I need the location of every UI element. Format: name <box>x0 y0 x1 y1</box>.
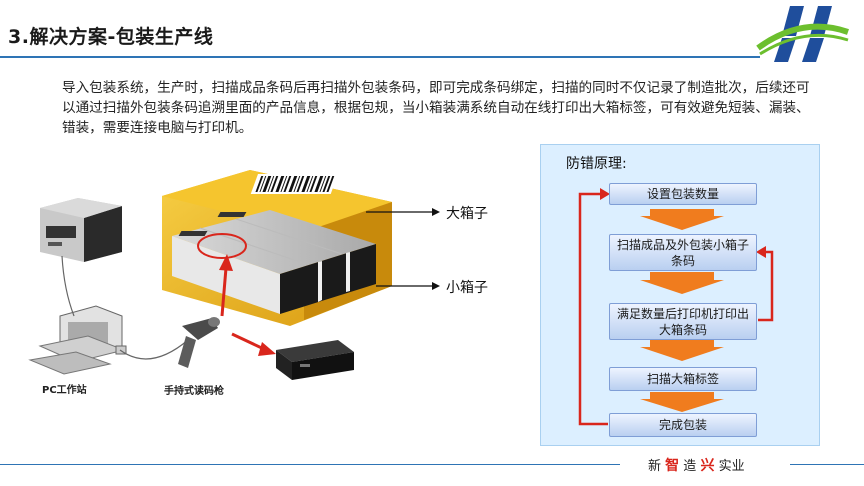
big-box-barcode-icon <box>250 174 338 194</box>
footer-part2: 智 <box>665 458 680 474</box>
decoder-box-icon <box>276 340 354 380</box>
step-scan-product: 扫描成品及外包装小箱子条码 <box>609 234 757 271</box>
label-printer-icon <box>40 198 122 262</box>
step-scan-big-label: 扫描大箱标签 <box>609 367 757 391</box>
title-underline <box>0 56 760 58</box>
step-set-quantity: 设置包装数量 <box>609 183 757 205</box>
footer-part5: 实业 <box>718 459 745 474</box>
handheld-scanner-icon <box>178 317 220 368</box>
company-logo-icon <box>756 6 849 62</box>
intro-paragraph: 导入包装系统，生产时，扫描成品条码后再扫描外包装条码，即可完成条码绑定，扫描的同… <box>62 80 810 136</box>
flow-connectors <box>578 188 774 426</box>
scan-highlight-circle <box>197 233 247 259</box>
small-box-label: 小箱子 <box>446 280 488 296</box>
footer-part4: 兴 <box>700 458 715 474</box>
restart-loop <box>578 192 608 426</box>
footer-part1: 新 <box>648 459 662 474</box>
step-complete: 完成包装 <box>609 413 757 437</box>
decoder-arrow <box>231 332 267 352</box>
page-title: 3.解决方案-包装生产线 <box>8 26 214 48</box>
footer-slogan: 新 智 造 兴 实业 <box>648 455 745 475</box>
big-box-label: 大箱子 <box>446 206 488 222</box>
footer-rule-left <box>0 464 620 465</box>
scan-arrow <box>220 267 228 317</box>
down-arrows <box>640 209 724 412</box>
footer-part3: 造 <box>683 459 697 474</box>
step-print-big-label: 满足数量后打印机打印出大箱条码 <box>609 303 757 340</box>
scanner-label: 手持式读码枪 <box>164 386 224 397</box>
packaging-diagram <box>28 170 440 380</box>
pc-workstation-icon <box>28 305 127 375</box>
rescan-loop <box>758 250 774 322</box>
pc-label: PC工作站 <box>42 385 87 396</box>
footer-rule-right <box>790 464 864 465</box>
flow-title: 防错原理: <box>566 156 627 172</box>
